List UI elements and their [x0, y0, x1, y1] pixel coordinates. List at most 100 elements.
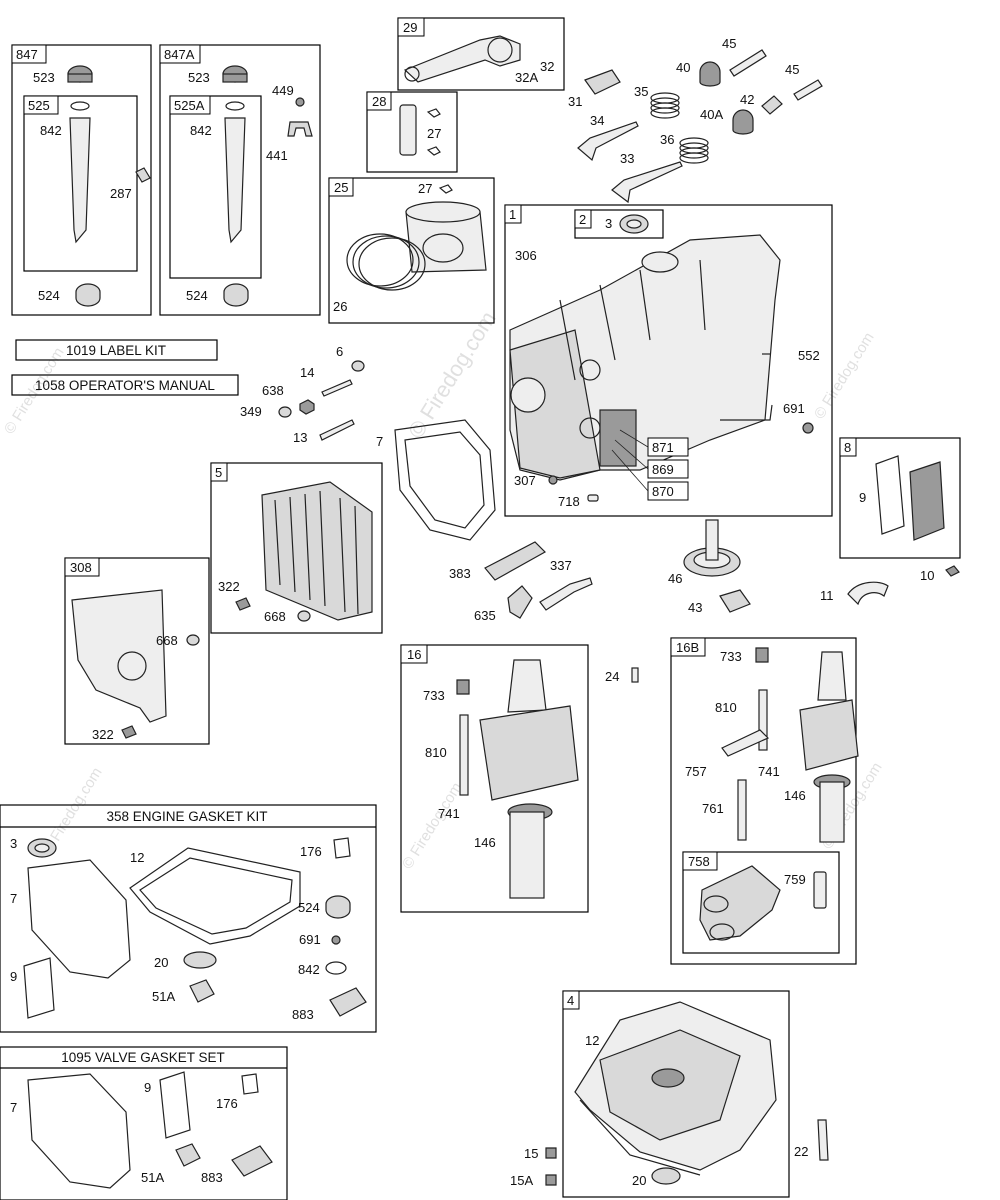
coil-383	[484, 541, 546, 581]
dipstick-tube-a	[224, 117, 246, 244]
callout-733: 733	[423, 688, 445, 703]
group-tag-1: 1	[509, 207, 516, 222]
breather-gasket	[875, 455, 905, 535]
retainer-42	[761, 95, 783, 115]
callout-51A: 51A	[152, 989, 175, 1004]
oring-842	[70, 101, 90, 111]
wrist-pin	[399, 104, 417, 156]
washer-349	[278, 406, 292, 418]
group-847-dipstick-tube: 847 525 523 842 287 524	[11, 44, 152, 316]
callout-45: 45	[722, 36, 736, 51]
callout-638: 638	[262, 383, 284, 398]
group-358-engine-gasket-kit: 358 ENGINE GASKET KIT 3 12 176 7 524 691…	[0, 804, 377, 1033]
callout-523-a: 523	[188, 70, 210, 85]
retainer-31	[584, 69, 621, 95]
crankshaft	[479, 659, 579, 899]
callout-32A: 32A	[515, 70, 538, 85]
callout-810-b: 810	[715, 700, 737, 715]
callout-523: 523	[33, 70, 55, 85]
group-tag-5: 5	[215, 465, 222, 480]
group-308-shield: 308 668 322	[64, 557, 210, 745]
callout-31: 31	[568, 94, 582, 109]
group-tag-308: 308	[70, 560, 92, 575]
callout-10: 10	[920, 568, 934, 583]
group-5-cylinder-head: 5 322 668	[210, 462, 383, 634]
callout-176: 176	[300, 844, 322, 859]
callout-691: 691	[783, 401, 805, 416]
group-tag-8: 8	[844, 440, 851, 455]
callout-176-b: 176	[216, 1096, 238, 1111]
callout-34: 34	[590, 113, 604, 128]
callout-524-a: 524	[186, 288, 208, 303]
dipstick-tube	[69, 117, 91, 244]
callout-524: 524	[38, 288, 60, 303]
governor-43	[719, 589, 751, 613]
seal-20b	[651, 1167, 681, 1185]
callout-46: 46	[668, 571, 682, 586]
callout-383: 383	[449, 566, 471, 581]
callout-14: 14	[300, 365, 314, 380]
group-tag-847A: 847A	[164, 47, 195, 62]
callout-9: 9	[859, 490, 866, 505]
spring-36	[679, 137, 709, 164]
head-gasket-7: 7	[376, 419, 496, 541]
pin-759	[813, 871, 827, 909]
clip-441	[287, 121, 313, 137]
group-tag-758: 758	[688, 854, 710, 869]
callout-11: 11	[820, 588, 834, 603]
group-16B-crankshaft: 16B 733 810 757 741 146 761 758 759	[670, 637, 859, 965]
group-847A-dipstick-tube: 847A 525A 523 842 449 441 524	[159, 44, 321, 316]
callout-43: 43	[688, 600, 702, 615]
rod-757	[721, 729, 770, 757]
group-tag-869: 869	[652, 462, 674, 477]
engine-gasket-kit-title: 358 ENGINE GASKET KIT	[106, 809, 267, 824]
callout-13: 13	[293, 430, 307, 445]
key-24	[631, 667, 639, 683]
callout-741-b: 741	[758, 764, 780, 779]
callout-552: 552	[798, 348, 820, 363]
boot-635	[507, 585, 533, 619]
bolt-22	[817, 1119, 829, 1161]
group-tag-870: 870	[652, 484, 674, 499]
group-tag-4: 4	[567, 993, 574, 1008]
counterweight-758	[699, 865, 781, 941]
callout-842-a: 842	[190, 123, 212, 138]
callout-40: 40	[676, 60, 690, 75]
callout-22: 22	[794, 1144, 808, 1159]
sump-cover	[574, 1001, 777, 1176]
callout-15A: 15A	[510, 1173, 533, 1188]
callout-3: 3	[605, 216, 612, 231]
cylinder-block	[509, 234, 781, 481]
callout-20: 20	[154, 955, 168, 970]
screw-449	[295, 97, 305, 107]
watermark-lower-mid: © Firedog.com	[399, 779, 466, 872]
tappet-45b	[793, 79, 823, 101]
callout-718: 718	[558, 494, 580, 509]
kit-label-boxes: 1019 LABEL KIT 1058 OPERATOR'S MANUAL	[11, 339, 239, 396]
callout-349: 349	[240, 404, 262, 419]
plug-691	[802, 422, 814, 434]
tappet-45a	[729, 49, 767, 77]
callout-27-b: 27	[418, 181, 432, 196]
group-tag-525: 525	[28, 98, 50, 113]
seal-40	[699, 61, 721, 87]
cam-gear-46	[683, 519, 741, 577]
piston	[405, 201, 487, 273]
plug-15	[545, 1147, 557, 1159]
valve-33	[611, 161, 683, 204]
group-tag-847: 847	[16, 47, 38, 62]
pin-307	[548, 475, 558, 485]
callout-306: 306	[515, 248, 537, 263]
group-tag-525A: 525A	[174, 98, 205, 113]
callout-32: 32	[540, 59, 554, 74]
callout-7-b: 7	[10, 891, 17, 906]
group-tag-28: 28	[372, 94, 386, 109]
spring-35	[650, 92, 680, 119]
callout-441: 441	[266, 148, 288, 163]
callout-40A: 40A	[700, 107, 723, 122]
callout-26: 26	[333, 299, 347, 314]
callout-51A-b: 51A	[141, 1170, 164, 1185]
callout-146: 146	[474, 835, 496, 850]
callout-24: 24	[605, 669, 619, 684]
